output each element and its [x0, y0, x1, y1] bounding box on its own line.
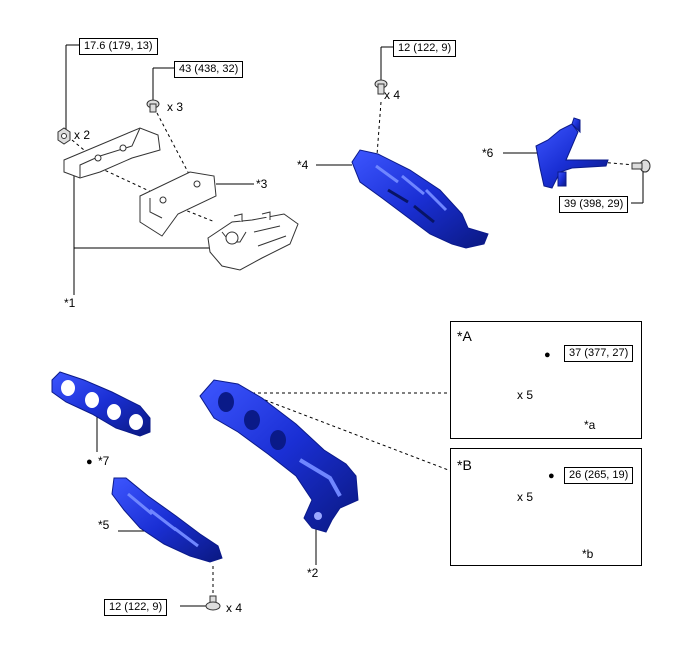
torque-dot-gasket: ●	[86, 456, 93, 468]
exhaust-manifold	[199, 379, 359, 533]
part-label-3: *3	[256, 177, 268, 191]
torque-callout-5: 12 (122, 9)	[104, 599, 168, 616]
fastener-nut-t1	[57, 127, 71, 145]
torque-callout-2: 43 (438, 32)	[174, 61, 244, 78]
fastener-bolt-t4	[631, 159, 651, 173]
bracket-upper	[63, 127, 161, 179]
part-label-4: *4	[297, 158, 309, 172]
quantity-label-2: x 3	[167, 100, 184, 114]
manifold-gasket	[51, 371, 151, 437]
torque-callout-7: 26 (265, 19)	[564, 467, 634, 484]
insulator-lower	[207, 211, 299, 271]
part-label-6: *6	[482, 146, 494, 160]
quantity-label-4: x 5	[517, 388, 534, 402]
quantity-label-1: x 2	[74, 128, 91, 142]
panel-a-dimension-label: *a	[584, 418, 596, 432]
panel-b-title: *B	[457, 457, 472, 473]
quantity-label-6: x 4	[226, 601, 243, 615]
torque-callout-4: 39 (398, 29)	[559, 196, 629, 213]
part-label-1: *1	[64, 296, 76, 310]
torque-callout-6: 37 (377, 27)	[564, 345, 634, 362]
part-label-7: *7	[98, 454, 110, 468]
torque-callout-3: 12 (122, 9)	[393, 40, 457, 57]
quantity-label-5: x 5	[517, 490, 534, 504]
torque-callout-1: 17.6 (179, 13)	[79, 38, 158, 55]
quantity-label-3: x 4	[384, 88, 401, 102]
fastener-bolt-t2	[146, 99, 160, 113]
detail-panel-b: *B ● 26 (265, 19) x 5 *b	[450, 448, 642, 566]
fastener-bolt-t5	[205, 595, 221, 611]
heat-insulator-lower	[111, 477, 223, 563]
manifold-stay	[535, 117, 609, 189]
part-label-5: *5	[98, 518, 110, 532]
panel-a-dot: ●	[544, 349, 551, 361]
detail-panel-a: *A ● 37 (377, 27) x 5 *a	[450, 321, 642, 439]
panel-b-dot: ●	[548, 470, 555, 482]
part-label-2: *2	[307, 566, 319, 580]
heat-insulator-upper	[351, 149, 489, 249]
panel-a-title: *A	[457, 328, 472, 344]
fastener-bolt-t3	[374, 79, 388, 95]
panel-b-dimension-label: *b	[582, 547, 594, 561]
bracket-stay-3	[139, 171, 217, 237]
